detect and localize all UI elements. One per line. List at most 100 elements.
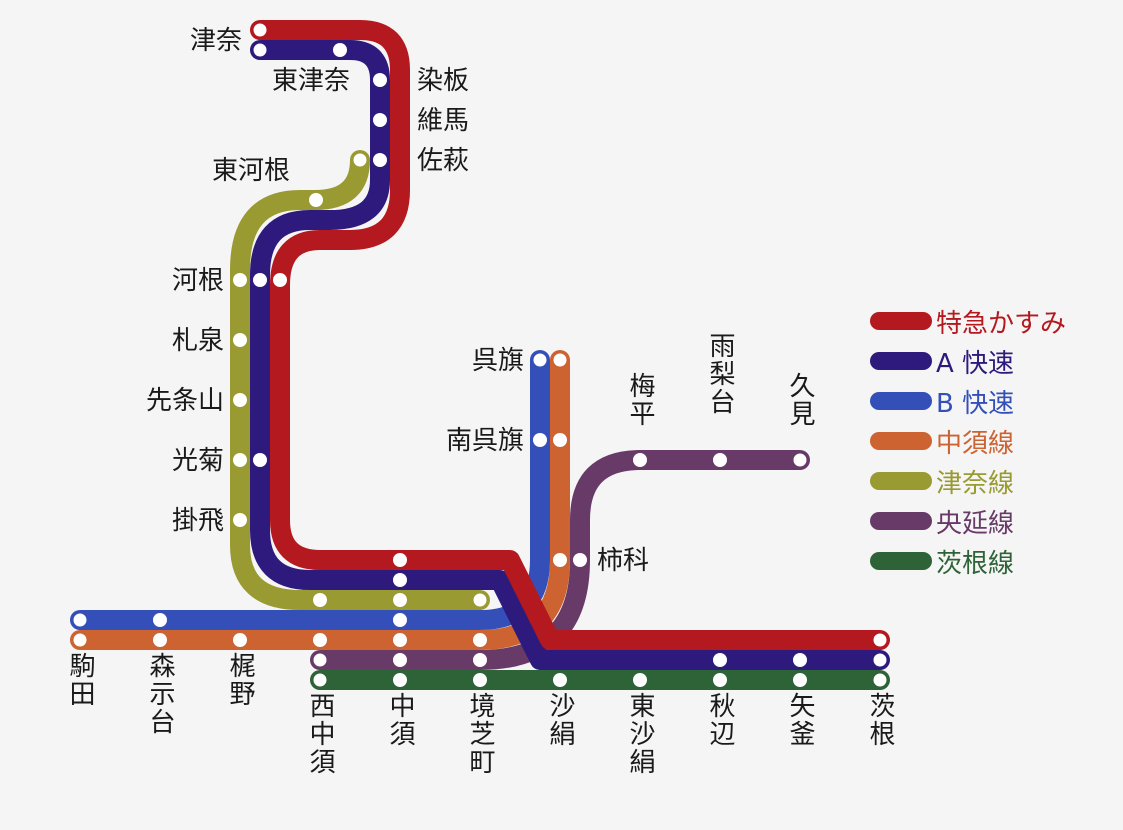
station-label-higashisaken: 東沙絹 — [625, 692, 655, 776]
station-label-sakaishibamachi: 境芝町 — [465, 692, 495, 776]
station-marker — [553, 433, 567, 447]
station-marker — [233, 273, 247, 287]
terminal-station-marker — [251, 41, 269, 59]
legend-swatch — [870, 512, 932, 530]
terminal-station-marker — [471, 591, 489, 609]
station-marker — [373, 113, 387, 127]
legend-item-b-kaisoku: B 快速 — [870, 386, 1014, 419]
station-marker — [393, 653, 407, 667]
legend-item-tokkyu-kasumi: 特急かすみ — [870, 306, 1066, 339]
legend-label: 中須線 — [936, 428, 1015, 459]
station-marker — [393, 553, 407, 567]
station-label-senjoyama: 先条山 — [145, 386, 224, 416]
legend-swatch — [870, 552, 932, 570]
station-marker — [793, 673, 807, 687]
station-marker — [553, 553, 567, 567]
terminal-station-marker — [311, 651, 329, 669]
station-label-nakasu: 中須 — [385, 692, 415, 748]
legend-swatch — [870, 352, 932, 370]
terminal-station-marker — [531, 351, 549, 369]
station-label-morishimedai: 森示台 — [145, 652, 175, 736]
station-marker — [713, 653, 727, 667]
station-marker — [633, 673, 647, 687]
station-marker — [253, 273, 267, 287]
station-marker — [333, 43, 347, 57]
station-marker — [633, 453, 647, 467]
station-marker — [713, 673, 727, 687]
station-marker — [393, 593, 407, 607]
terminal-station-marker — [871, 671, 889, 689]
terminal-station-marker — [71, 611, 89, 629]
station-label-somei: 染板 — [417, 66, 470, 96]
station-marker — [393, 613, 407, 627]
legend-item-a-kaisoku: A 快速 — [870, 346, 1014, 379]
station-label-tsuna: 津奈 — [189, 26, 242, 56]
terminal-station-marker — [311, 671, 329, 689]
station-label-komada: 駒田 — [65, 652, 95, 708]
terminal-station-marker — [251, 21, 269, 39]
station-label-amanashidai: 雨梨台 — [705, 332, 735, 416]
station-marker — [473, 653, 487, 667]
station-label-kumi: 久見 — [785, 372, 815, 428]
station-marker — [473, 673, 487, 687]
station-marker — [273, 273, 287, 287]
tsuna-line-route — [230, 150, 490, 610]
station-marker — [153, 613, 167, 627]
station-marker — [233, 393, 247, 407]
a-kaisoku-route — [250, 40, 890, 670]
station-label-satsusen: 札泉 — [171, 326, 224, 356]
station-marker — [573, 553, 587, 567]
legend-swatch — [870, 392, 932, 410]
station-marker — [473, 633, 487, 647]
terminal-station-marker — [871, 651, 889, 669]
station-marker — [793, 653, 807, 667]
terminal-station-marker — [71, 631, 89, 649]
station-label-kajino: 梶野 — [225, 652, 255, 708]
legend-label: 津奈線 — [936, 468, 1015, 499]
legend-label: 央延線 — [936, 508, 1015, 539]
legend-swatch — [870, 432, 932, 450]
legend-label: 茨根線 — [936, 548, 1015, 579]
legend-item-ibarane-line: 茨根線 — [870, 546, 1014, 579]
terminal-station-marker — [871, 631, 889, 649]
station-marker — [309, 193, 323, 207]
station-marker — [233, 513, 247, 527]
station-marker — [233, 333, 247, 347]
legend-item-oben-line: 央延線 — [870, 506, 1014, 539]
station-label-kureki: 呉旗 — [471, 346, 524, 376]
station-label-ima: 維馬 — [417, 106, 470, 136]
station-label-koukiku: 光菊 — [171, 446, 224, 476]
legend-label: B 快速 — [936, 388, 1015, 419]
station-marker — [153, 633, 167, 647]
station-marker — [373, 73, 387, 87]
station-label-akibe: 秋辺 — [705, 692, 735, 748]
station-label-minami-kureki: 南呉旗 — [445, 426, 524, 456]
station-marker — [393, 633, 407, 647]
legend-label: 特急かすみ — [936, 308, 1067, 339]
station-label-higashi-kawane: 東河根 — [211, 156, 290, 186]
station-marker — [233, 453, 247, 467]
legend-item-tsuna-line: 津奈線 — [870, 466, 1014, 499]
legend-swatch — [870, 312, 932, 330]
station-marker — [713, 453, 727, 467]
station-marker — [373, 153, 387, 167]
station-label-kawane: 河根 — [171, 266, 224, 296]
legend-item-nakasu-line: 中須線 — [870, 426, 1014, 459]
station-label-kakishina: 柿科 — [597, 546, 650, 576]
station-marker — [533, 433, 547, 447]
station-marker — [313, 633, 327, 647]
station-marker — [233, 633, 247, 647]
station-marker — [253, 453, 267, 467]
legend-swatch — [870, 472, 932, 490]
station-marker — [313, 593, 327, 607]
legend-label: A 快速 — [936, 348, 1015, 379]
terminal-station-marker — [791, 451, 809, 469]
station-label-yakama: 矢釜 — [785, 692, 815, 748]
station-label-umehira: 梅平 — [625, 372, 655, 428]
tokkyu-kasumi-route — [250, 20, 890, 650]
station-label-higashi-tsuna: 東津奈 — [271, 66, 350, 96]
station-label-ibarane: 茨根 — [865, 692, 895, 748]
station-label-kakehi: 掛飛 — [171, 506, 224, 536]
terminal-station-marker — [351, 151, 369, 169]
